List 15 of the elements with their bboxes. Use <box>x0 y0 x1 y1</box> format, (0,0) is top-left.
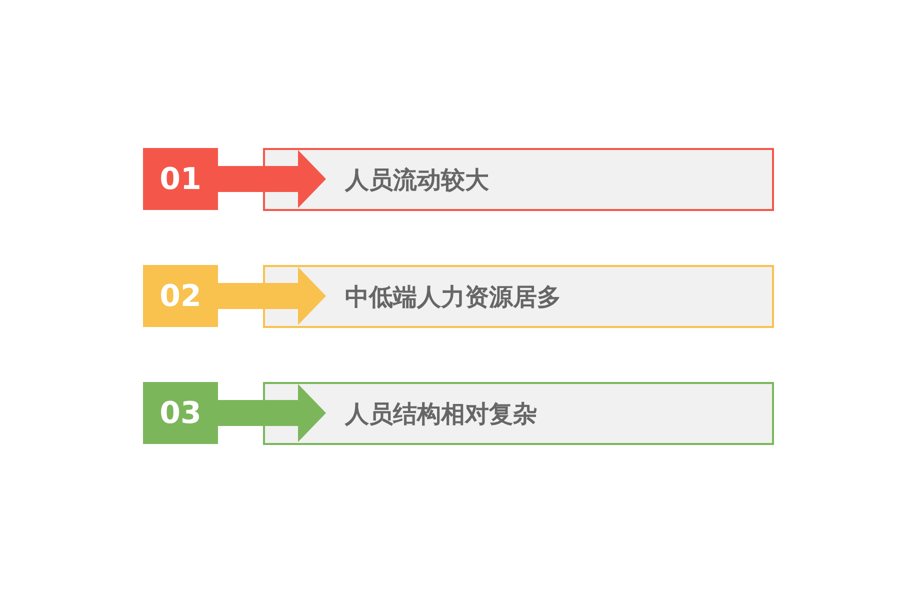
step-text: 人员结构相对复杂 <box>345 398 537 430</box>
arrow <box>218 267 326 325</box>
step-number: 02 <box>160 278 202 314</box>
number-box <box>143 148 218 210</box>
step-number: 03 <box>160 396 202 430</box>
text-box <box>263 382 774 445</box>
step-text: 人员流动较大 <box>345 164 489 196</box>
number-box <box>143 265 218 327</box>
arrow <box>218 150 326 208</box>
text-box <box>263 265 774 328</box>
number-box <box>143 382 218 444</box>
arrow <box>218 384 326 442</box>
step-text: 中低端人力资源居多 <box>345 282 561 312</box>
step-number: 01 <box>160 162 202 196</box>
text-box <box>263 148 774 211</box>
